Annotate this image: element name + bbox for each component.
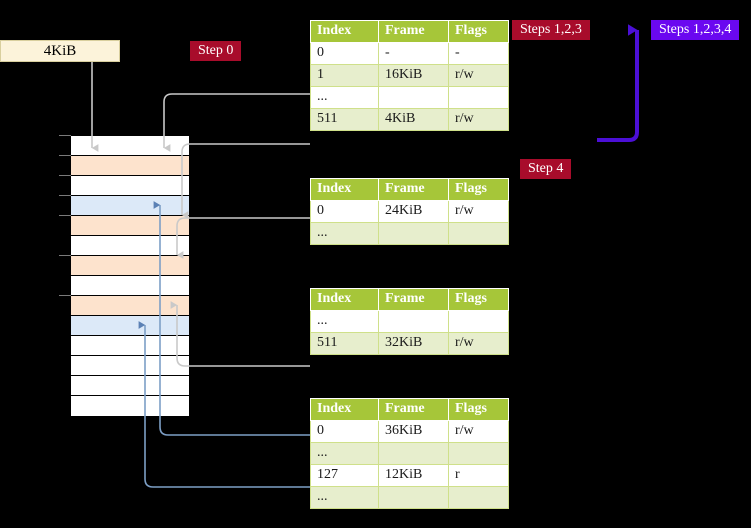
physical-memory-column <box>70 135 190 416</box>
column-header-index: Index <box>310 178 379 201</box>
cell-index: ... <box>310 222 379 245</box>
column-header-index: Index <box>310 288 379 311</box>
cell-index: 127 <box>310 464 379 487</box>
memory-row <box>71 336 189 356</box>
cell-frame: - <box>378 42 449 65</box>
cell-flags: r <box>448 464 509 487</box>
cell-index: ... <box>310 86 379 109</box>
column-header-flags: Flags <box>448 398 509 421</box>
memory-row <box>71 196 189 216</box>
column-header-frame: Frame <box>378 288 449 311</box>
memory-row <box>71 176 189 196</box>
table-row: ... <box>310 486 509 509</box>
memory-row <box>71 276 189 296</box>
wire-table1-4kib-to-memory <box>181 143 310 219</box>
cell-frame: 16KiB <box>378 64 449 87</box>
cell-frame: 4KiB <box>378 108 449 131</box>
cell-frame: 36KiB <box>378 420 449 443</box>
cell-frame: 32KiB <box>378 332 449 355</box>
cell-frame <box>378 442 449 465</box>
column-header-index: Index <box>310 20 379 43</box>
wire-table3-32kib-to-memory <box>170 301 310 367</box>
cell-frame: 24KiB <box>378 200 449 223</box>
cell-index: ... <box>310 442 379 465</box>
cell-index: 0 <box>310 420 379 443</box>
table-row: ... <box>310 442 509 465</box>
memory-row <box>71 216 189 236</box>
memory-row <box>71 156 189 176</box>
memory-row <box>71 376 189 396</box>
cell-frame <box>378 222 449 245</box>
badge-step-4: Step 4 <box>520 159 572 179</box>
memory-row <box>71 396 189 416</box>
memory-tick-mark <box>59 195 71 196</box>
table-row: ... <box>310 310 509 333</box>
cell-index: ... <box>310 310 379 333</box>
size-box-4kib: 4KiB <box>0 40 120 62</box>
cell-index: 0 <box>310 200 379 223</box>
column-header-flags: Flags <box>448 288 509 311</box>
cell-flags: - <box>448 42 509 65</box>
cell-index: ... <box>310 486 379 509</box>
column-header-frame: Frame <box>378 20 449 43</box>
cell-flags: r/w <box>448 420 509 443</box>
column-header-flags: Flags <box>448 178 509 201</box>
memory-tick-mark <box>59 215 71 216</box>
memory-row <box>71 296 189 316</box>
cell-frame <box>378 486 449 509</box>
cell-index: 511 <box>310 108 379 131</box>
table-row: ... <box>310 222 509 245</box>
memory-row <box>71 236 189 256</box>
cell-flags: r/w <box>448 108 509 131</box>
cell-flags <box>448 442 509 465</box>
cell-index: 511 <box>310 332 379 355</box>
memory-row <box>71 356 189 376</box>
badge-step-0: Step 0 <box>190 41 242 61</box>
memory-tick-mark <box>59 255 71 256</box>
column-header-flags: Flags <box>448 20 509 43</box>
cell-index: 0 <box>310 42 379 65</box>
cell-frame <box>378 310 449 333</box>
memory-row <box>71 256 189 276</box>
column-header-frame: Frame <box>378 398 449 421</box>
cell-flags <box>448 486 509 509</box>
memory-tick-mark <box>59 135 71 136</box>
cell-frame: 12KiB <box>378 464 449 487</box>
column-header-frame: Frame <box>378 178 449 201</box>
badge-steps-123: Steps 1,2,3 <box>512 20 590 40</box>
badge-steps-1234: Steps 1,2,3,4 <box>651 20 740 40</box>
cell-index: 1 <box>310 64 379 87</box>
cell-flags <box>448 310 509 333</box>
cell-flags: r/w <box>448 64 509 87</box>
cell-flags: r/w <box>448 332 509 355</box>
memory-row <box>71 136 189 156</box>
memory-tick-mark <box>59 155 71 156</box>
cell-flags <box>448 222 509 245</box>
table-row: 0-- <box>310 42 509 65</box>
memory-tick-mark <box>59 295 71 296</box>
cell-flags: r/w <box>448 200 509 223</box>
column-header-index: Index <box>310 398 379 421</box>
wire-table2-24kib-to-memory <box>176 217 310 259</box>
cell-flags <box>448 86 509 109</box>
wire-steps-bracket <box>597 24 639 142</box>
memory-row <box>71 316 189 336</box>
table-row: ... <box>310 86 509 109</box>
memory-tick-mark <box>59 175 71 176</box>
cell-frame <box>378 86 449 109</box>
